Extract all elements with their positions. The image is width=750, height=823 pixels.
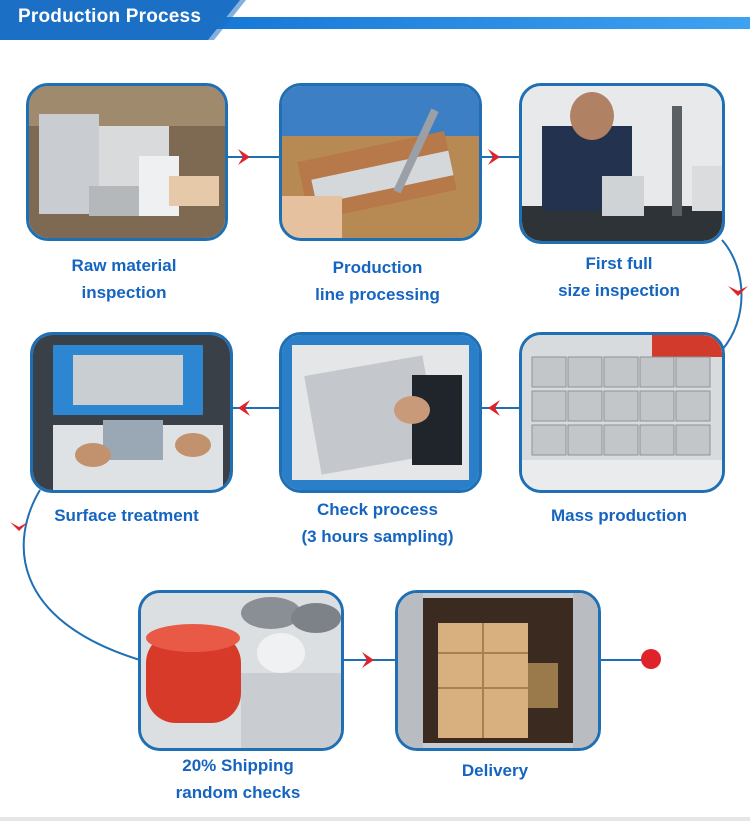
- step-label-production-line-processing: Production line processing: [315, 258, 440, 304]
- photo-raw-material-inspection: [26, 83, 228, 241]
- photo-first-full-size-inspection: [519, 83, 725, 244]
- bottom-border: [0, 817, 750, 821]
- chevron-left-icon: [488, 400, 500, 416]
- photo-check-process: [279, 332, 482, 493]
- chevron-right-icon: [362, 652, 374, 668]
- step-label-mass-production: Mass production: [550, 506, 687, 525]
- header-banner: [0, 0, 750, 40]
- step-label-raw-material-inspection: Raw material inspection: [71, 256, 177, 302]
- chevron-left-icon: [238, 400, 250, 416]
- step-label-first-full-size-inspection: First full size inspection: [558, 254, 680, 300]
- step-label-surface-treatment: Surface treatment: [54, 506, 199, 525]
- photo-mass-production: [519, 332, 725, 493]
- page-title: Production Process: [18, 6, 202, 27]
- step-label-check-process: Check process (3 hours sampling): [301, 500, 454, 546]
- end-dot: [641, 649, 661, 669]
- chevron-right-icon: [238, 149, 250, 165]
- photo-shipping-random-checks: [138, 590, 344, 751]
- chevron-down-icon: [728, 286, 748, 296]
- chevron-right-icon: [488, 149, 500, 165]
- photo-production-line-processing: [279, 83, 482, 241]
- photo-delivery: [395, 590, 601, 751]
- photo-surface-treatment: [30, 332, 233, 493]
- step-label-shipping-random-checks: 20% Shipping random checks: [175, 756, 301, 802]
- chevron-down-icon: [10, 522, 28, 531]
- step-label-delivery: Delivery: [461, 761, 529, 780]
